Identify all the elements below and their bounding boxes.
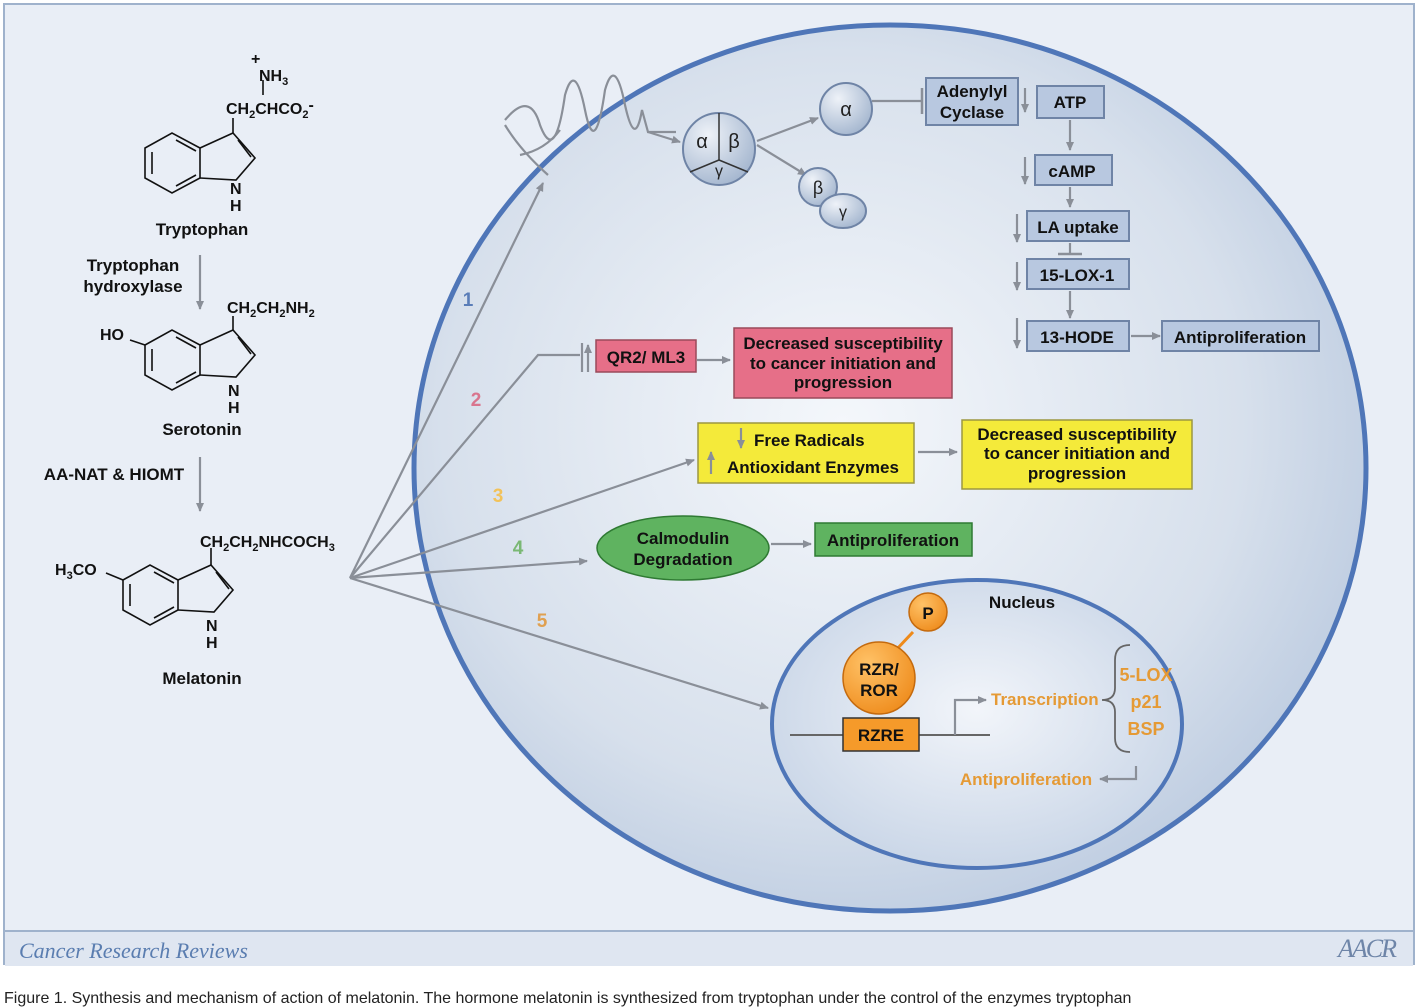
pathway2-result-line2: to cancer initiation and — [750, 354, 936, 373]
serotonin-label: Serotonin — [162, 420, 241, 439]
pathway-2-arrow — [349, 353, 580, 579]
journal-footer-bar: Cancer Research Reviews AACR — [5, 930, 1413, 966]
enzyme-tryptophan-hydroxylase-line1: Tryptophan — [87, 256, 180, 275]
la-uptake-label: LA uptake — [1037, 218, 1119, 237]
enzyme-aanat-hiomt: AA-NAT & HIOMT — [44, 465, 185, 484]
hode-box — [1026, 320, 1130, 352]
gene-5lox: 5-LOX — [1119, 665, 1172, 685]
adenylyl-cyclase-line1: Adenylyl — [937, 82, 1008, 101]
tryptophan-nh3: NH3 — [259, 68, 288, 88]
rzre-label: RZRE — [858, 726, 904, 745]
pathway2-result-line1: Decreased susceptibility — [743, 334, 943, 353]
enzyme-tryptophan-hydroxylase-line2: hydroxylase — [83, 277, 182, 296]
melatonin-structure — [105, 548, 235, 626]
aacr-logo: AACR — [1338, 934, 1397, 963]
figure-caption: Figure 1. Synthesis and mechanism of act… — [4, 990, 1132, 1007]
adenylyl-cyclase-box — [925, 77, 1019, 126]
pathway-3-arrow — [349, 458, 695, 580]
pathway-number-5: 5 — [537, 611, 548, 632]
pathway-5-arrow — [349, 576, 769, 710]
free-radicals-box — [697, 422, 915, 484]
serotonin-h: H — [228, 400, 240, 417]
serotonin-structure — [129, 316, 257, 391]
serotonin-side-chain: CH2CH2NH2 — [227, 300, 315, 320]
g-protein-gamma: γ — [715, 163, 723, 180]
gamma-subunit-label: γ — [839, 204, 847, 221]
g-protein-heterotrimer — [682, 112, 756, 186]
rzr-ror-sphere — [842, 641, 916, 715]
pathway-number-1: 1 — [463, 290, 474, 311]
pathway3-result-line1: Decreased susceptibility — [977, 425, 1177, 444]
transcription-label: Transcription — [991, 690, 1099, 709]
phosphate-label: P — [922, 604, 933, 623]
tryptophan-plus: + — [251, 51, 260, 68]
gamma-subunit — [819, 193, 867, 229]
beta-subunit — [798, 167, 838, 207]
calmodulin-line2: Degradation — [633, 550, 732, 569]
qr2-ml3-label: QR2/ ML3 — [607, 348, 685, 367]
tryptophan-label: Tryptophan — [156, 220, 249, 239]
antiproliferation-box-2 — [814, 522, 973, 557]
pathway-number-2: 2 — [471, 390, 482, 411]
qr2-ml3-box — [595, 339, 697, 373]
pathway-number-4: 4 — [513, 538, 524, 559]
atp-box — [1036, 85, 1105, 119]
la-uptake-box — [1026, 210, 1130, 242]
serotonin-n: N — [228, 383, 240, 400]
tryptophan-h: H — [230, 198, 242, 215]
calmodulin-degradation-oval — [596, 515, 770, 581]
pathway-1-arrow — [349, 182, 544, 579]
rzre-box — [842, 717, 920, 752]
camp-box — [1034, 154, 1113, 186]
antioxidant-enzymes-label: Antioxidant Enzymes — [727, 458, 899, 477]
antiproliferation-box-1 — [1161, 320, 1320, 352]
pathway2-result-box — [733, 327, 953, 399]
pathway3-result-line2: to cancer initiation and — [984, 444, 1170, 463]
pathway-4-arrow — [349, 557, 588, 580]
alpha-subunit-label: α — [840, 99, 852, 121]
melatonin-h: H — [206, 635, 218, 652]
gene-bracket — [1101, 644, 1131, 753]
rzr-ror-line2: ROR — [860, 681, 898, 700]
alpha-subunit — [819, 82, 873, 136]
lox-box — [1026, 258, 1130, 290]
pathway3-result-line3: progression — [1028, 464, 1126, 483]
melatonin-label: Melatonin — [162, 669, 241, 688]
gene-bsp: BSP — [1127, 719, 1164, 739]
tryptophan-side-chain: CH2CHCO2- — [226, 97, 314, 121]
journal-name: Cancer Research Reviews — [19, 938, 248, 963]
membrane-receptor — [504, 74, 676, 141]
pathway2-result-line3: progression — [794, 373, 892, 392]
atp-label: ATP — [1054, 93, 1087, 112]
melatonin-side-chain: CH2CH2NHCOCH3 — [200, 534, 335, 554]
tryptophan-structure — [144, 80, 264, 194]
tryptophan-n: N — [230, 181, 242, 198]
pathway-number-3: 3 — [493, 486, 504, 507]
melatonin-h3co: H3CO — [55, 562, 97, 582]
gene-p21: p21 — [1130, 692, 1161, 712]
melatonin-n: N — [206, 618, 218, 635]
nucleus-membrane — [770, 578, 1184, 870]
calmodulin-line1: Calmodulin — [637, 529, 730, 548]
g-protein-alpha: α — [696, 131, 708, 153]
free-radicals-label: Free Radicals — [754, 431, 865, 450]
beta-subunit-label: β — [813, 178, 823, 198]
antiproliferation-label-3: Antiproliferation — [960, 770, 1092, 789]
g-protein-beta: β — [728, 131, 740, 153]
rzr-ror-line1: RZR/ — [859, 660, 899, 679]
hode-label: 13-HODE — [1040, 328, 1114, 347]
adenylyl-cyclase-line2: Cyclase — [940, 103, 1004, 122]
nucleus-label: Nucleus — [989, 593, 1055, 612]
melatonin-pathway-diagram: + NH3 CH2CHCO2- N H Tryptophan Tryptopha… — [44, 22, 1369, 914]
serotonin-ho: HO — [100, 327, 124, 344]
lox-label: 15-LOX-1 — [1040, 266, 1115, 285]
pathway3-result-box — [961, 419, 1193, 490]
antiproliferation-label-2: Antiproliferation — [827, 531, 959, 550]
camp-label: cAMP — [1048, 162, 1095, 181]
antiproliferation-label-1: Antiproliferation — [1174, 328, 1306, 347]
phosphate-sphere — [908, 592, 948, 632]
